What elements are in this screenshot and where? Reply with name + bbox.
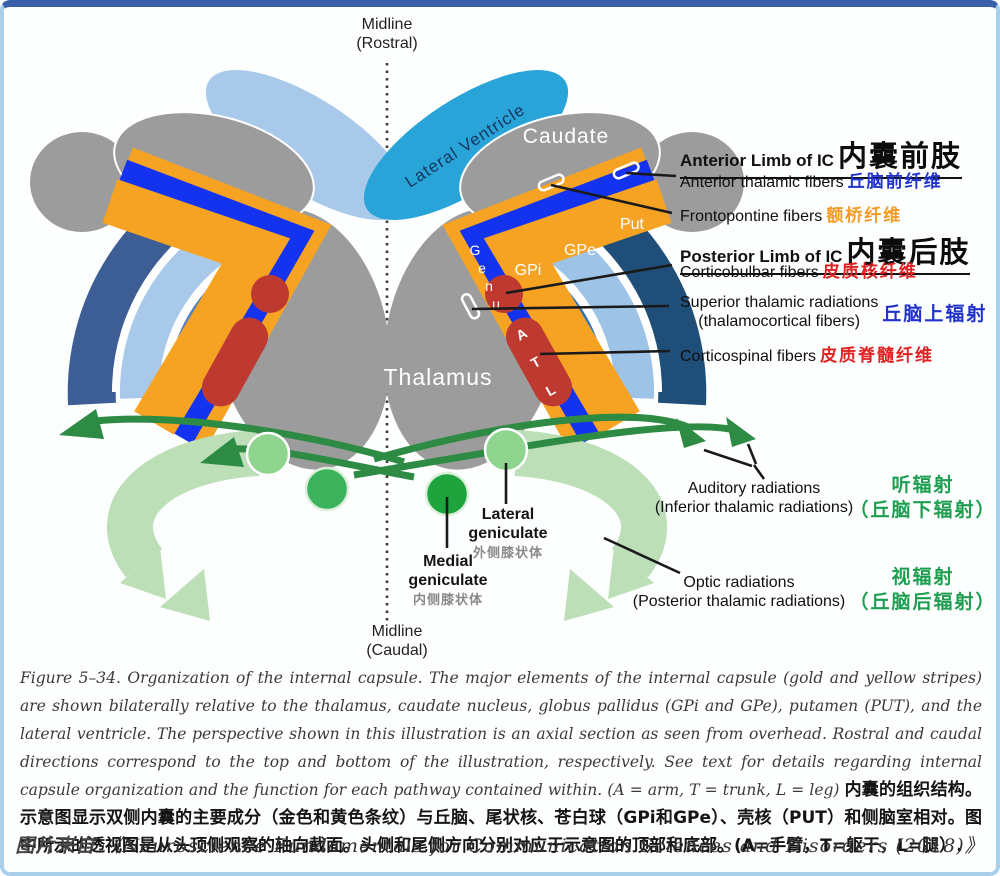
lateral-geniculate-left (245, 431, 291, 477)
leader-lines (445, 171, 766, 575)
source-line: 图片来自 《Neuroscience Fundamentals for Comm… (4, 831, 996, 858)
put-label: Put (620, 216, 645, 233)
svg-text:u: u (492, 296, 500, 312)
gpe-label: GPe (564, 242, 596, 259)
lateral-ventricle-right (363, 70, 569, 220)
svg-text:G: G (470, 242, 481, 258)
notch-anterior-thalamic (612, 161, 640, 180)
optic-radiations-zh: 视辐射 （丘脑后辐射） (849, 566, 997, 613)
left-hemisphere (30, 70, 415, 621)
gpi-label: GPi (515, 262, 542, 279)
frontopontine-label: Frontopontine fibers 额桥纤维 (680, 206, 903, 226)
optic-radiation-arrow-right (514, 430, 667, 578)
anterior-limb-label: Anterior Limb of IC 内囊前肢 (680, 133, 962, 179)
superior-thalamic-label: Superior thalamic radiations (thalamocor… (680, 294, 988, 330)
posterior-limb-label: Posterior Limb of IC 内囊后肢 (680, 229, 971, 275)
caption-english: Figure 5–34. Organization of the interna… (20, 669, 982, 799)
corticospinal-label: Corticospinal fibers 皮质脊髓纤维 (680, 346, 935, 366)
medial-geniculate-left (304, 466, 350, 512)
corticobulbar-area-right (485, 275, 523, 313)
corticobulbar-label: Corticobulbar fibers 皮质核纤维 (680, 262, 918, 282)
auditory-arrow-left-1 (95, 415, 406, 466)
optic-radiations-label: Optic radiations (Posterior thalamic rad… (632, 574, 846, 610)
auditory-radiations-label: Auditory radiations (Inferior thalamic r… (654, 480, 854, 516)
midline-rostral-label: Midline (Rostral) (356, 16, 418, 52)
midline-caudal-label: Midline (Caudal) (366, 623, 428, 659)
auditory-arrow-right-1 (373, 413, 690, 463)
source-title: 《Neuroscience Fundamentals for Communica… (102, 835, 985, 857)
internal-capsule-diagram: Lateral Ventricle Caudate Thalamus G e n… (30, 63, 766, 625)
medial-geniculate-label: Medial geniculate 内侧膝状体 (408, 553, 488, 607)
capsule-inner-gold-right (483, 179, 672, 435)
caudate-label: Caudate (523, 125, 609, 148)
thalamus-label: Thalamus (384, 364, 493, 390)
lateral-ventricle-left (205, 70, 411, 220)
auditory-radiations-zh: 听辐射 （丘脑下辐射） (849, 474, 997, 521)
source-prefix: 图片来自 (15, 835, 96, 857)
svg-text:e: e (478, 260, 486, 276)
figure-caption: Figure 5–34. Organization of the interna… (20, 664, 982, 860)
right-hemisphere: Lateral Ventricle Caudate Thalamus G e n… (353, 70, 756, 621)
genu-label: G e n u (470, 242, 500, 312)
lateral-geniculate-label: Lateral geniculate 外侧膝状体 (468, 506, 548, 560)
corticobulbar-area-left (251, 275, 289, 313)
svg-text:n: n (485, 278, 493, 294)
anterior-thalamic-label: Anterior thalamic fibers 丘脑前纤维 (680, 172, 943, 192)
notch-superior-thalamic (460, 292, 481, 320)
optic-radiation-arrow-left (107, 430, 260, 578)
capsule-inner-gold-left (102, 179, 291, 435)
caption-chinese: 内囊的组织结构。示意图显示双侧内囊的主要成分（金色和黄色条纹）与丘脑、尾状核、苍… (20, 780, 983, 856)
atl-capsule-left (201, 317, 269, 407)
auditory-arrow-right-2 (353, 423, 739, 479)
atl-capsule-right (505, 317, 573, 407)
